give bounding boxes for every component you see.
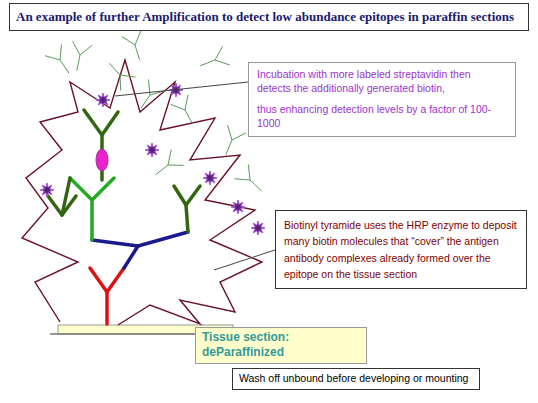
thin-antibody [168,150,184,166]
thin-antibody [156,165,169,175]
thin-antibody [109,63,120,75]
thin-antibody [60,60,69,73]
title-text: An example of further Amplification to d… [9,3,529,31]
primary-antibody [90,268,124,324]
streptavidin-star [203,171,217,185]
tissue-outline [22,60,262,325]
callout-box: Incubation with more labeled streptavidi… [248,62,516,137]
thin-antibody [200,60,215,66]
thin-antibody [141,95,150,108]
node-text: thus enhancing detection levels by a fac… [257,103,507,130]
node-text: Biotinyl tyramide uses the HRP enzyme to… [284,217,518,282]
thin-antibody [45,44,62,60]
thin-antibody [171,95,189,110]
thin-antibody [135,45,140,60]
thin-antibody [234,165,250,181]
streptavidin-star [145,143,159,157]
labeled-streptavidin [40,15,265,235]
streptavidin-star [96,93,110,107]
thin-antibody [77,55,80,71]
thin-antibody [122,31,141,45]
title-text: An example of further Amplification to d… [16,9,514,24]
thin-antibody [73,41,93,55]
thin-antibody [228,125,246,140]
unbound-streptavidin [45,31,262,192]
thin-antibody [250,180,262,191]
node-text: Wash off unbound before developing or mo… [239,372,473,386]
thin-antibody [185,110,193,124]
thin-antibody [226,140,232,155]
hrp-antibody [70,178,114,240]
streptavidin-star [40,183,54,197]
node-text: Incubation with more labeled streptavidi… [257,68,507,95]
label-box: Tissue section: deParaffinized [195,327,367,364]
secondary-antibody [92,232,188,268]
node-text: Tissue section: deParaffinized [202,330,360,361]
note-box: Wash off unbound before developing or mo… [232,368,480,390]
streptavidin-star [251,221,265,235]
thin-antibody [120,75,136,91]
hrp-enzyme [96,149,108,171]
thin-antibody [215,46,230,65]
callout-box: Biotinyl tyramide uses the HRP enzyme to… [275,210,527,289]
biotin-antibodies [48,110,200,232]
streptavidin-star [231,200,245,214]
